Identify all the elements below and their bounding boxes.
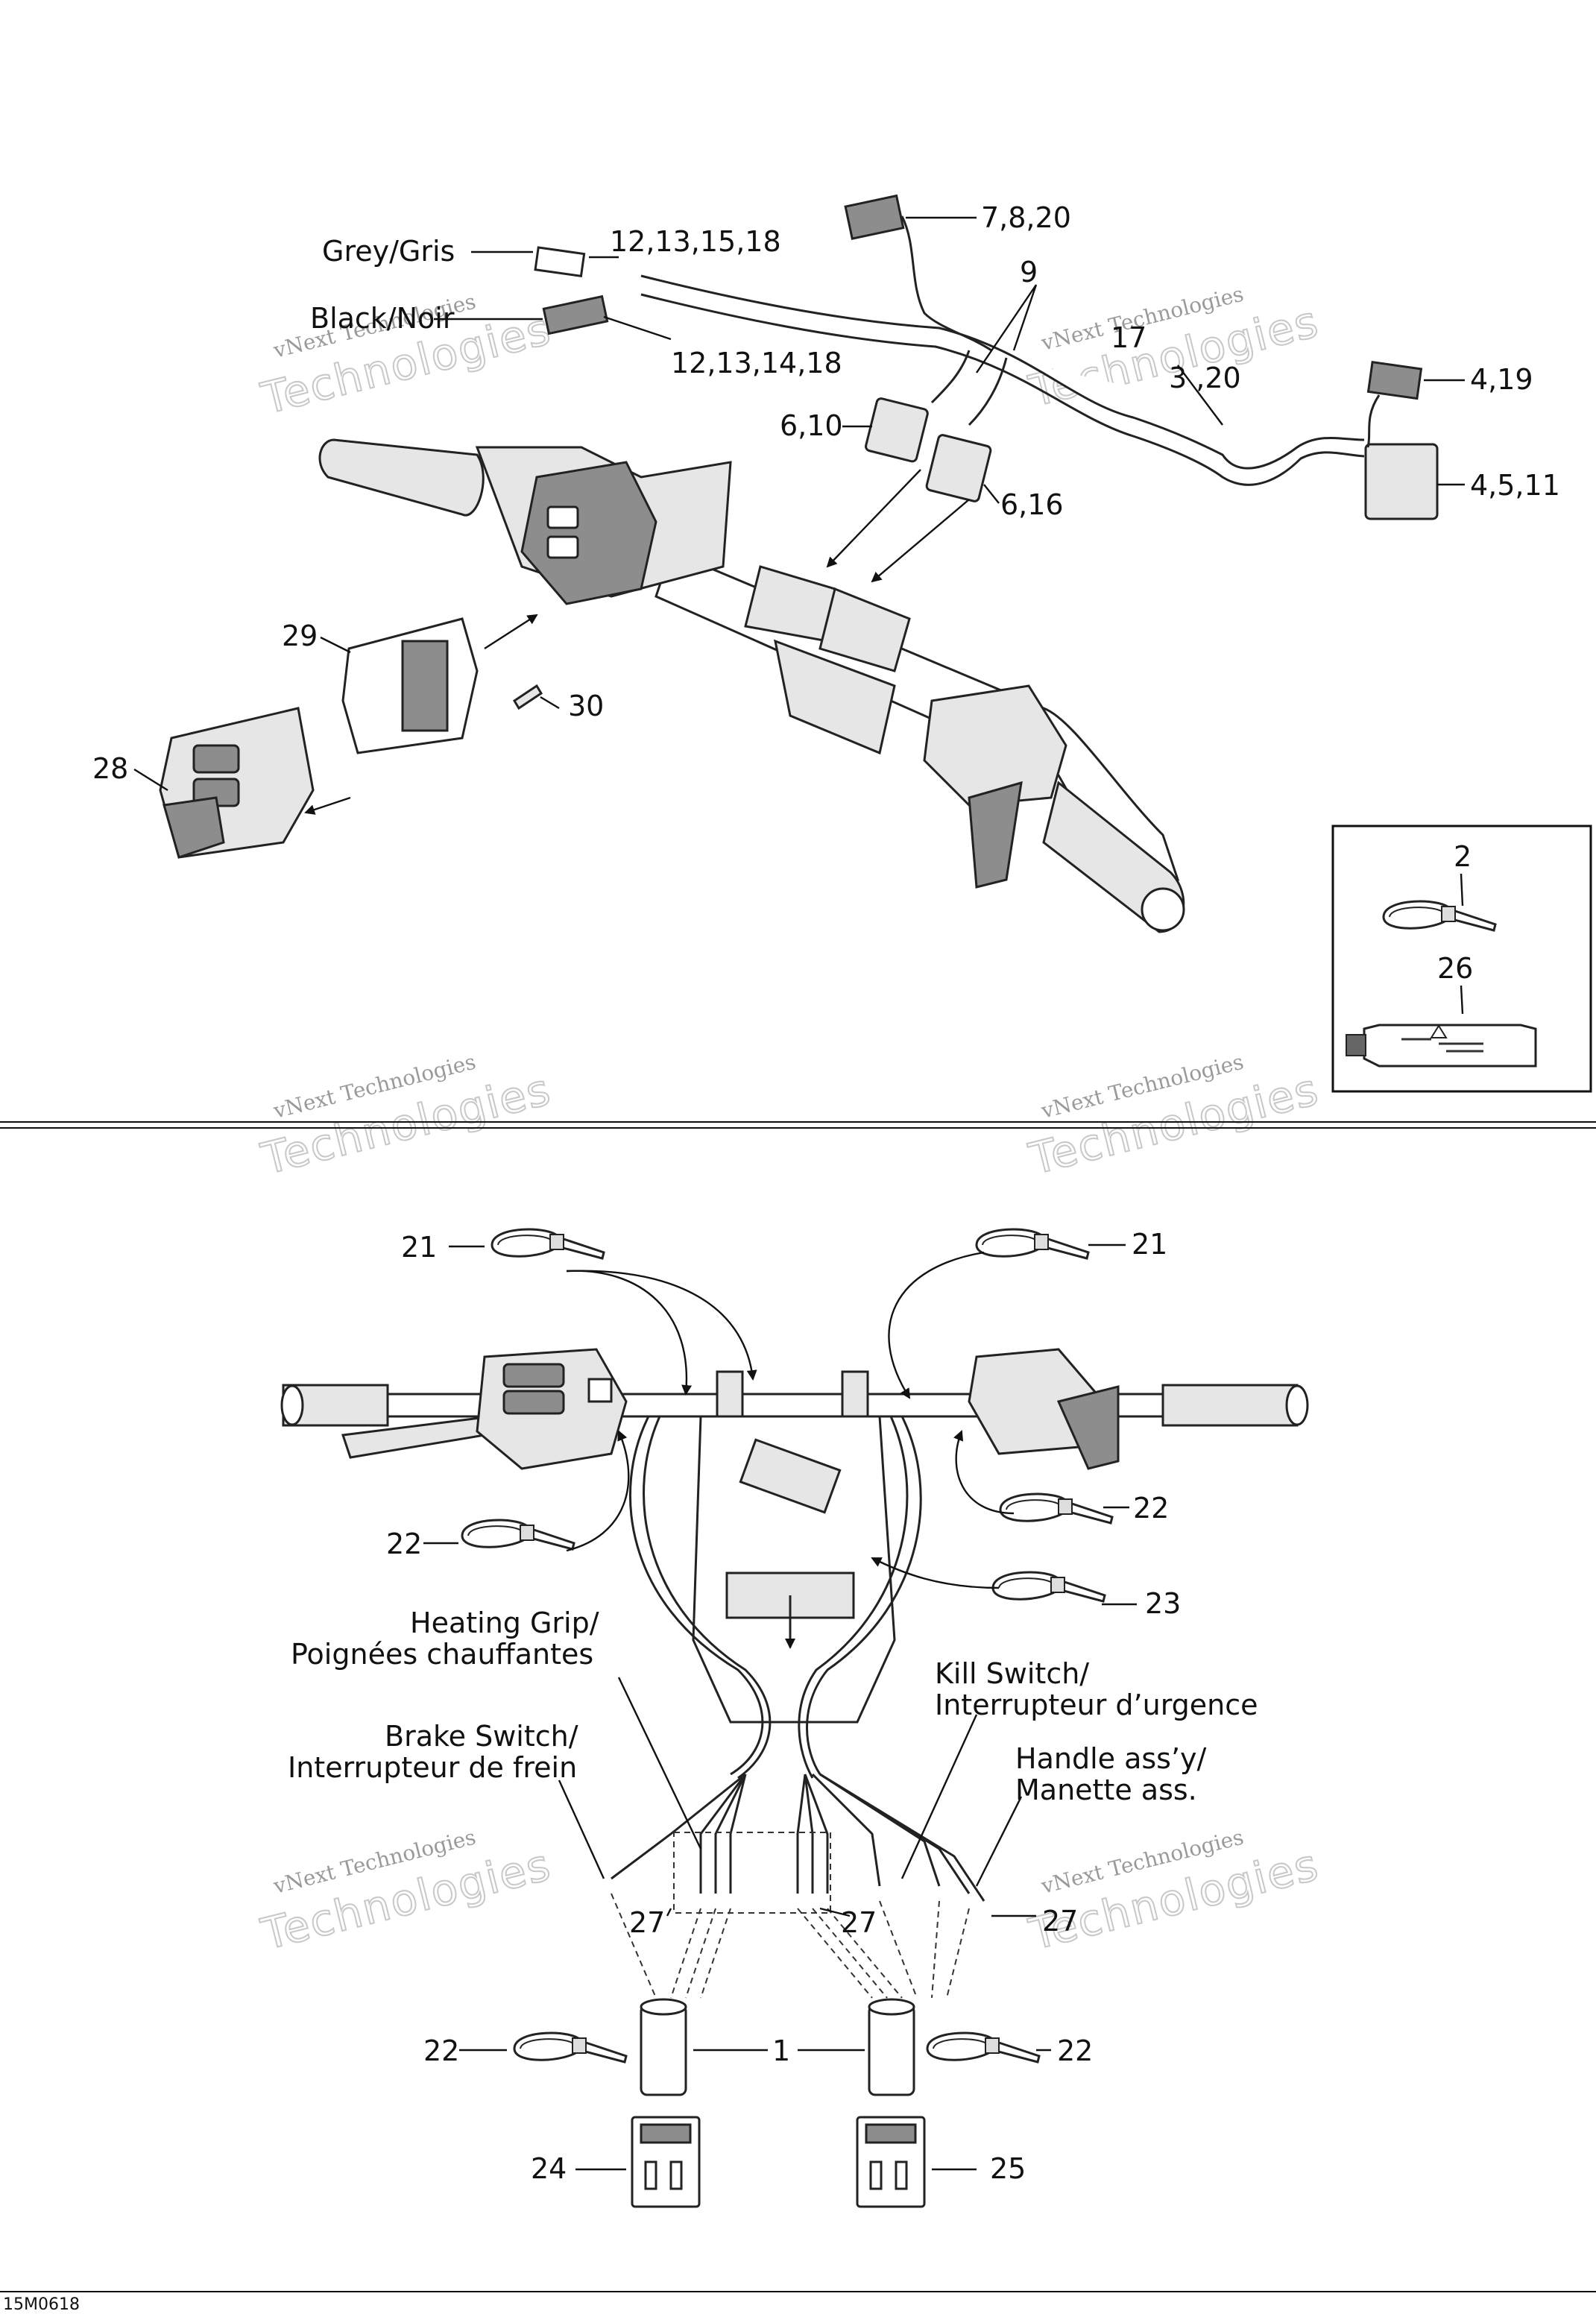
connector-6-16 bbox=[925, 434, 992, 502]
label-28: 28 bbox=[92, 752, 128, 785]
cable-tie-22-bottom-right bbox=[926, 2031, 1041, 2064]
connector-6-10 bbox=[865, 397, 929, 463]
label-3-20: 3 ,20 bbox=[1169, 362, 1241, 394]
riser bbox=[773, 639, 896, 755]
footer: 15M0618 bbox=[0, 2291, 1596, 2314]
figure-code: 15M0618 bbox=[3, 2295, 80, 2314]
label-22-mid-left: 22 bbox=[386, 1528, 422, 1560]
label-brake-2: Interrupteur de frein bbox=[288, 1751, 577, 1784]
grey-connector bbox=[534, 246, 586, 277]
connector-4-19 bbox=[1366, 361, 1423, 400]
label-brake-1: Brake Switch/ bbox=[385, 1720, 578, 1753]
lower-right-grip bbox=[1161, 1384, 1299, 1427]
label-black-noir: Black/Noir bbox=[310, 302, 455, 335]
cable-tie-21-right bbox=[975, 1228, 1090, 1260]
label-25: 25 bbox=[990, 2152, 1026, 2185]
label-21-right: 21 bbox=[1132, 1228, 1167, 1261]
cable-tie-22-bottom-left bbox=[513, 2031, 628, 2064]
lower-right-lever bbox=[1056, 1385, 1120, 1470]
label-24: 24 bbox=[531, 2152, 567, 2185]
label-4-5-11: 4,5,11 bbox=[1470, 469, 1560, 502]
label-26: 26 bbox=[1437, 952, 1473, 985]
black-connector bbox=[542, 294, 609, 335]
upper-exploded-view: Grey/Gris Black/Noir 12,13,15,18 12,13,1… bbox=[92, 194, 1592, 1093]
label-27-b: 27 bbox=[841, 1906, 877, 1939]
cable-tie-22-mid-right bbox=[999, 1492, 1114, 1525]
label-kill-1: Kill Switch/ bbox=[935, 1657, 1089, 1690]
label-27-c: 27 bbox=[1042, 1905, 1078, 1938]
watermark-1: vNext Technologies Technologies bbox=[256, 289, 557, 425]
label-12-13-14-18: 12,13,14,18 bbox=[671, 347, 842, 379]
lower-handlebar bbox=[289, 1393, 1299, 1418]
right-switch-housing bbox=[923, 684, 1067, 807]
label-1: 1 bbox=[772, 2034, 790, 2067]
watermark-5: vNext Technologies Technologies bbox=[256, 1824, 557, 1961]
label-22-mid-right: 22 bbox=[1133, 1492, 1169, 1525]
left-grip bbox=[318, 438, 485, 517]
screw-30 bbox=[512, 684, 543, 710]
label-30: 30 bbox=[568, 690, 604, 722]
label-22-bottom-left: 22 bbox=[423, 2034, 459, 2067]
watermark-3: vNext Technologies Technologies bbox=[256, 1049, 557, 1185]
label-6-10: 6,10 bbox=[780, 409, 843, 442]
label-21-left: 21 bbox=[401, 1231, 437, 1264]
cable-tie-21-left bbox=[491, 1228, 605, 1260]
label-12-13-15-18: 12,13,15,18 bbox=[610, 225, 781, 258]
label-grey-gris: Grey/Gris bbox=[322, 235, 455, 268]
wiring-harness bbox=[640, 274, 1365, 470]
label-9: 9 bbox=[1020, 256, 1038, 289]
brake-lever bbox=[968, 781, 1023, 889]
label-heating-2: Poignées chauffantes bbox=[291, 1638, 593, 1671]
sleeve-left bbox=[640, 2004, 687, 2096]
label-2: 2 bbox=[1454, 840, 1472, 873]
inset-box: 2 26 bbox=[1331, 825, 1592, 1093]
label-4-19: 4,19 bbox=[1470, 363, 1533, 396]
label-27-a: 27 bbox=[629, 1906, 665, 1939]
cable-tie-22-mid-left bbox=[461, 1519, 575, 1551]
left-switch-housing bbox=[520, 461, 657, 605]
handlebar-clamp-right bbox=[818, 587, 911, 672]
label-heating-1: Heating Grip/ bbox=[410, 1607, 599, 1639]
section-separator bbox=[0, 1121, 1596, 1129]
grease-tube-26 bbox=[1346, 1024, 1537, 1068]
label-handle-2: Manette ass. bbox=[1015, 1774, 1197, 1806]
cable-tie-23 bbox=[991, 1571, 1106, 1603]
bolt-left bbox=[716, 1370, 744, 1425]
sleeve-right bbox=[868, 2004, 915, 2096]
module-4-5-11 bbox=[1364, 443, 1439, 520]
lower-assembly-view: 21 21 22 22 23 Heating Grip/ Poignées ch… bbox=[280, 1228, 1309, 2208]
label-6-16: 6,16 bbox=[1000, 488, 1064, 521]
connector-24 bbox=[631, 2116, 701, 2208]
label-kill-2: Interrupteur d’urgence bbox=[935, 1689, 1258, 1721]
connector-25 bbox=[856, 2116, 926, 2208]
label-22-bottom-right: 22 bbox=[1057, 2034, 1093, 2067]
label-17: 17 bbox=[1111, 321, 1146, 354]
bolt-right bbox=[841, 1370, 869, 1425]
label-7-8-20: 7,8,20 bbox=[981, 201, 1071, 234]
label-23: 23 bbox=[1145, 1587, 1181, 1620]
connector-7-8-20 bbox=[844, 194, 905, 240]
label-29: 29 bbox=[282, 620, 318, 652]
label-handle-1: Handle ass’y/ bbox=[1015, 1742, 1207, 1775]
watermark-4: vNext Technologies Technologies bbox=[1023, 1049, 1325, 1185]
